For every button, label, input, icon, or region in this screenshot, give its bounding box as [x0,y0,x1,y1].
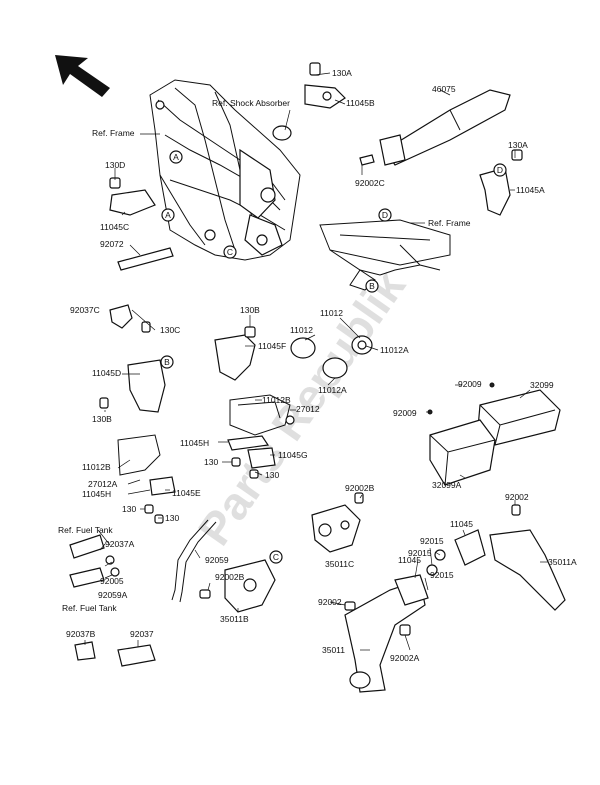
label-11012-b: 11012 [320,308,343,318]
bracket-35011 [344,574,429,693]
label-11012A-1: 11012A [380,345,409,355]
bracket-11045D [99,359,166,413]
label-11045-b: 11045 [398,555,421,565]
box-32099A [427,382,496,486]
circle-letter-B2: B [164,357,170,367]
label-ref-fuel-tank-1: Ref. Fuel Tank [58,525,113,535]
circle-letter-B1: B [369,281,375,291]
wire-27012A [117,434,176,524]
frame-assembly [149,79,301,261]
fuel-hoses [69,519,217,603]
label-11045B: 11045B [346,98,375,108]
label-130B-left: 130B [92,414,112,424]
label-11012A-2: 11012A [318,385,347,395]
bracket-11045C [109,177,156,216]
circle-letter-D2: D [497,165,503,175]
circle-letter-C1: C [227,247,233,257]
circle-letter-D1: D [382,210,388,220]
label-92002-right: 92002 [505,492,529,502]
label-35011: 35011 [322,645,345,655]
label-32099: 32099 [530,380,554,390]
label-92009-a: 92009 [458,379,482,389]
label-130-3: 130 [122,504,136,514]
label-92015-b: 92015 [408,548,432,558]
label-11045G: 11045G [278,450,308,460]
circle-letter-A2: A [165,210,171,220]
label-ref-frame-2: Ref. Frame [428,218,471,228]
label-11045A: 11045A [516,185,545,195]
label-92059A: 92059A [98,590,128,600]
label-11045H-2: 11045H [82,489,111,499]
label-35011C: 35011C [325,559,354,569]
label-46075: 46075 [432,84,456,94]
label-92009-b: 92009 [393,408,417,418]
label-11012B-1: 11012B [262,395,291,405]
label-92002B-2: 92002B [215,572,245,582]
label-11045F: 11045F [258,341,286,351]
label-92015-a: 92015 [420,536,444,546]
label-92002C: 92002C [355,178,385,188]
label-92072: 92072 [100,239,124,249]
label-92037B: 92037B [66,629,96,639]
label-130C: 130C [160,325,180,335]
plates-11045H-11045G [227,435,276,479]
reference-circles: A A D D B B C C [160,150,507,564]
bracket-35011B [199,559,276,613]
label-92059: 92059 [205,555,229,565]
strap-92072 [117,247,174,271]
label-92037A: 92037A [105,539,135,549]
label-130A-right: 130A [508,140,528,150]
clips-92037 [74,641,156,667]
label-27012A: 27012A [88,479,118,489]
label-92037: 92037 [130,629,154,639]
bracket-46075 [359,89,511,166]
label-11045C: 11045C [100,222,129,232]
circle-letter-C2: C [273,552,279,562]
label-11012-a: 11012 [290,325,313,335]
label-130D: 130D [105,160,125,170]
grommets-11012 [290,335,373,379]
label-35011B: 35011B [220,614,249,624]
label-11012B-2: 11012B [82,462,111,472]
label-130-2: 130 [265,470,279,480]
label-32099A: 32099A [432,480,462,490]
label-92002B-1: 92002B [345,483,375,493]
front-direction-arrow-icon [55,55,110,97]
label-130B-top: 130B [240,305,260,315]
label-130A-top: 130A [332,68,352,78]
label-11045D: 11045D [92,368,121,378]
shock-absorber-mount [272,62,346,141]
part-labels: 130A 11045B Ref. Shock Absorber 46075 Re… [58,68,577,663]
label-ref-shock-absorber: Ref. Shock Absorber [212,98,290,108]
bracket-11045F [214,326,256,381]
label-11045-a: 11045 [450,519,473,529]
bracket-11045A [479,149,523,216]
label-92002-left: 92002 [318,597,342,607]
rear-subframe [319,219,451,291]
label-11045E: 11045E [172,488,201,498]
label-27012: 27012 [296,404,320,414]
label-11045H-1: 11045H [180,438,209,448]
wire-27012 [229,394,295,436]
label-92015-c: 92015 [430,570,454,580]
label-92037C: 92037C [70,305,100,315]
circle-letter-A1: A [173,152,179,162]
label-130-4: 130 [165,513,179,523]
label-35011A: 35011A [548,557,577,567]
leader-lines [84,72,548,651]
label-ref-frame-1: Ref. Frame [92,128,135,138]
label-ref-fuel-tank-2: Ref. Fuel Tank [62,603,117,613]
label-92002A: 92002A [390,653,420,663]
clamp-92037C [109,304,151,333]
bracket-35011C [311,492,364,553]
label-130-1: 130 [204,457,218,467]
bracket-35011A [426,504,566,611]
label-92005: 92005 [100,576,124,586]
